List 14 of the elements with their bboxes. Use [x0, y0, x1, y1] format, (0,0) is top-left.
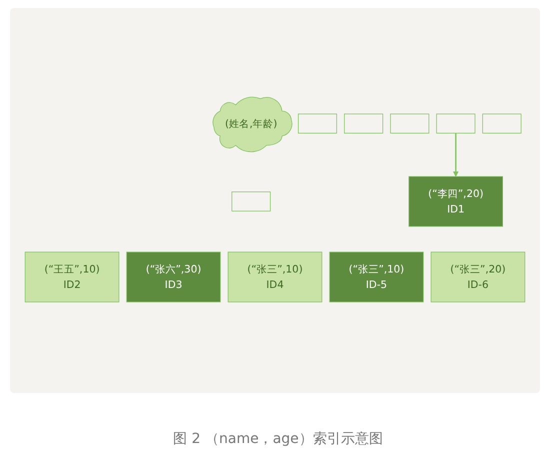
node-box — [482, 114, 522, 134]
node-box — [436, 114, 476, 134]
node-box: (“张三”,10) ID4 — [228, 252, 322, 303]
node-box: (“王五”,10) ID2 — [24, 252, 120, 303]
arrow — [452, 134, 459, 178]
node-box: (“李四”,20) ID1 — [408, 176, 503, 228]
node-box — [232, 192, 271, 212]
node-box: (“张三”,20) ID-6 — [430, 252, 526, 303]
figure-caption: 图 2 （name，age）索引示意图 — [172, 430, 384, 448]
node-box — [390, 114, 430, 134]
node-box: (“张六”,30) ID3 — [126, 252, 221, 303]
node-box — [344, 114, 384, 134]
node-box — [298, 114, 338, 134]
node-box: (“张三”,10) ID-5 — [329, 252, 424, 303]
